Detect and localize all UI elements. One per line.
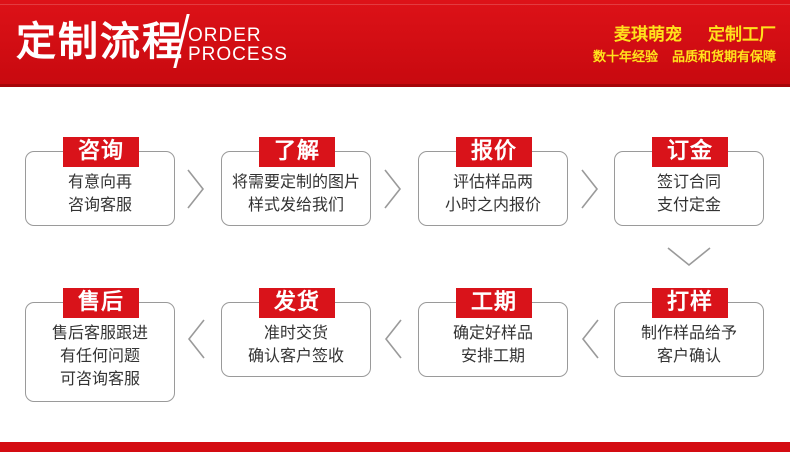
chevron-left-icon bbox=[186, 318, 206, 360]
step-line: 安排工期 bbox=[460, 346, 525, 365]
page-subtitle-en: ORDER PROCESS bbox=[188, 26, 288, 64]
step-after-sales: 售后 售后客服跟进 有任何问题 可咨询客服 bbox=[25, 288, 175, 402]
step-line: 可咨询客服 bbox=[59, 369, 140, 388]
step-tag: 售后 bbox=[63, 288, 139, 318]
footer-bar bbox=[0, 442, 790, 452]
step-description: 准时交货 确认客户签收 bbox=[222, 321, 370, 367]
step-sampling: 打样 制作样品给予 客户确认 bbox=[614, 288, 764, 377]
step-description: 制作样品给予 客户确认 bbox=[615, 321, 763, 367]
step-line: 制作样品给予 bbox=[640, 323, 737, 342]
step-line: 咨询客服 bbox=[67, 195, 132, 214]
step-tag: 工期 bbox=[456, 288, 532, 318]
step-line: 有任何问题 bbox=[59, 346, 140, 365]
step-tag: 咨询 bbox=[63, 137, 139, 167]
step-description: 评估样品两 小时之内报价 bbox=[419, 170, 567, 216]
step-line: 售后客服跟进 bbox=[51, 323, 148, 342]
step-line: 有意向再 bbox=[67, 172, 132, 191]
chevron-down-icon bbox=[666, 246, 712, 268]
step-shipping: 发货 准时交货 确认客户签收 bbox=[221, 288, 371, 377]
step-tag: 打样 bbox=[652, 288, 728, 318]
step-description: 确定好样品 安排工期 bbox=[419, 321, 567, 367]
chevron-right-icon bbox=[186, 168, 206, 210]
step-tag: 了解 bbox=[259, 137, 335, 167]
subtitle-line-1: ORDER bbox=[188, 25, 262, 46]
slogan-brand: 麦琪萌宠 bbox=[614, 25, 682, 45]
step-line: 客户确认 bbox=[656, 346, 721, 365]
step-understand: 了解 将需要定制的图片 样式发给我们 bbox=[221, 137, 371, 226]
step-line: 支付定金 bbox=[656, 195, 721, 214]
step-deposit: 订金 签订合同 支付定金 bbox=[614, 137, 764, 226]
step-description: 签订合同 支付定金 bbox=[615, 170, 763, 216]
chevron-left-icon bbox=[383, 318, 403, 360]
step-line: 将需要定制的图片 bbox=[231, 172, 360, 191]
step-line: 评估样品两 bbox=[452, 172, 533, 191]
step-description: 售后客服跟进 有任何问题 可咨询客服 bbox=[26, 321, 174, 390]
step-line: 签订合同 bbox=[656, 172, 721, 191]
step-description: 将需要定制的图片 样式发给我们 bbox=[222, 170, 370, 216]
step-line: 确认客户签收 bbox=[247, 346, 344, 365]
header-banner: 定制流程 ORDER PROCESS 麦琪萌宠 定制工厂 数十年经验品质和货期有保… bbox=[0, 0, 790, 87]
brand-slogan: 麦琪萌宠 定制工厂 数十年经验品质和货期有保障 bbox=[593, 24, 776, 67]
step-tag: 报价 bbox=[456, 137, 532, 167]
step-consult: 咨询 有意向再 咨询客服 bbox=[25, 137, 175, 226]
page-title: 定制流程 bbox=[16, 19, 184, 65]
subtitle-line-2: PROCESS bbox=[188, 44, 288, 65]
slogan-main: 麦琪萌宠 定制工厂 bbox=[593, 24, 776, 46]
slogan-sub: 数十年经验品质和货期有保障 bbox=[593, 49, 776, 67]
slogan-guarantee: 品质和货期有保障 bbox=[671, 50, 776, 65]
slogan-factory: 定制工厂 bbox=[708, 25, 776, 45]
slogan-experience: 数十年经验 bbox=[592, 50, 658, 65]
step-description: 有意向再 咨询客服 bbox=[26, 170, 174, 216]
step-schedule: 工期 确定好样品 安排工期 bbox=[418, 288, 568, 377]
chevron-left-icon bbox=[580, 318, 600, 360]
step-line: 小时之内报价 bbox=[444, 195, 541, 214]
step-line: 确定好样品 bbox=[452, 323, 533, 342]
chevron-right-icon bbox=[383, 168, 403, 210]
step-tag: 发货 bbox=[259, 288, 335, 318]
step-quote: 报价 评估样品两 小时之内报价 bbox=[418, 137, 568, 226]
step-line: 准时交货 bbox=[263, 323, 328, 342]
chevron-right-icon bbox=[580, 168, 600, 210]
step-line: 样式发给我们 bbox=[247, 195, 344, 214]
step-tag: 订金 bbox=[652, 137, 728, 167]
